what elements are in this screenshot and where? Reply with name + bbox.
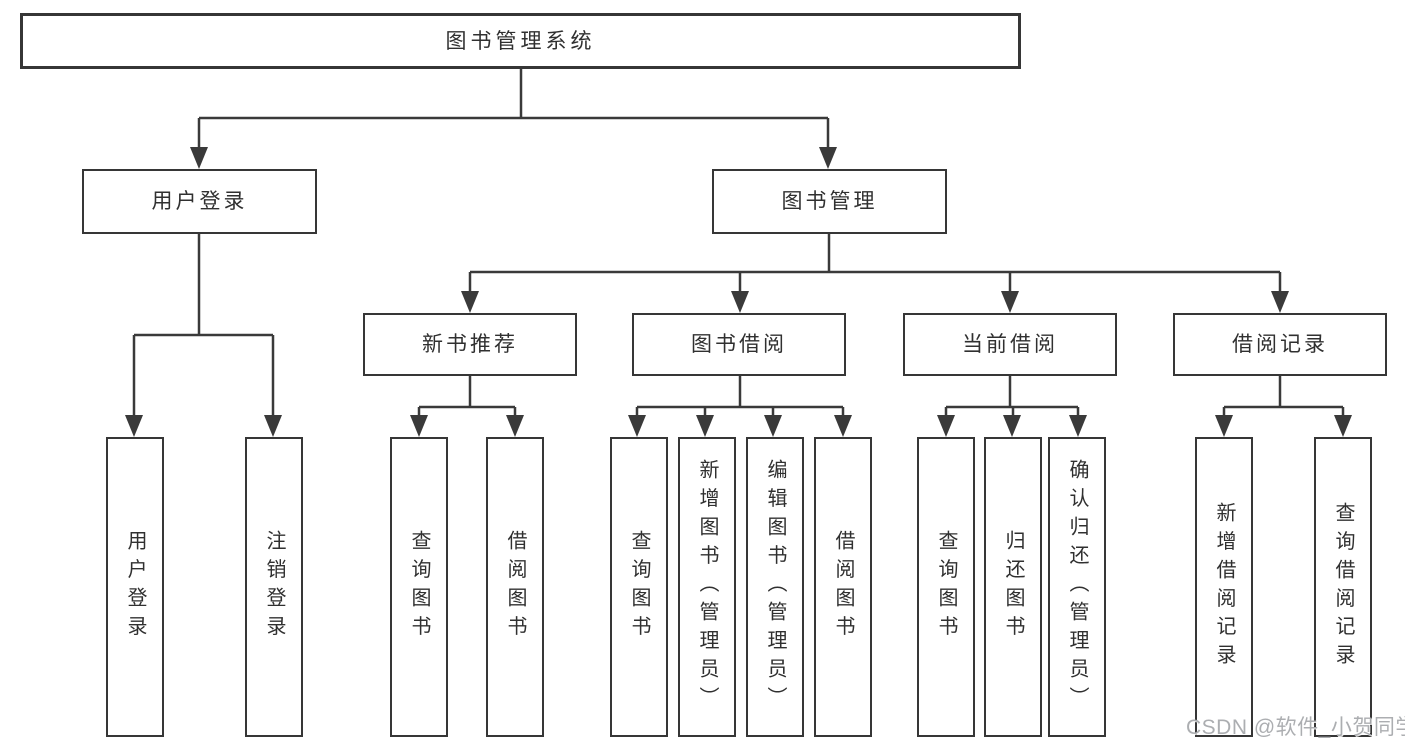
arrowhead	[764, 415, 782, 437]
arrowhead	[1003, 415, 1021, 437]
arrowhead	[1001, 291, 1019, 313]
leaf-edit-books-admin: 编辑图书（管理员）	[746, 437, 804, 737]
leaf-borrow-books-recommend: 借阅图书	[486, 437, 544, 737]
node-new-book-recommendation: 新书推荐	[363, 313, 577, 376]
arrowhead	[410, 415, 428, 437]
node-library-management-system: 图书管理系统	[20, 13, 1021, 69]
arrowhead	[506, 415, 524, 437]
leaf-query-books-recommend: 查询图书	[390, 437, 448, 737]
leaf-user-login: 用户登录	[106, 437, 164, 737]
leaf-query-books-borrowing: 查询图书	[610, 437, 668, 737]
connector-new-book-to-leaves	[417, 376, 517, 419]
leaf-borrow-books-borrowing: 借阅图书	[814, 437, 872, 737]
arrowhead	[819, 147, 837, 169]
leaf-confirm-return-admin: 确认归还（管理员）	[1048, 437, 1106, 737]
connector-book-borrowing-to-leaves	[635, 376, 845, 419]
connector-root-to-level2	[197, 68, 830, 151]
connector-user-login-to-leaves	[132, 233, 275, 419]
leaf-logout: 注销登录	[245, 437, 303, 737]
connector-current-borrowing-to-leaves	[944, 376, 1080, 419]
arrowhead	[731, 291, 749, 313]
leaf-add-borrow-record: 新增借阅记录	[1195, 437, 1253, 737]
arrowhead	[461, 291, 479, 313]
leaf-return-books: 归还图书	[984, 437, 1042, 737]
node-user-login: 用户登录	[82, 169, 317, 234]
arrowhead	[125, 415, 143, 437]
watermark: CSDN @软件_小贺同学	[1186, 716, 1405, 739]
arrowhead	[696, 415, 714, 437]
arrowhead	[628, 415, 646, 437]
arrowhead	[190, 147, 208, 169]
arrowhead	[1069, 415, 1087, 437]
node-book-borrowing: 图书借阅	[632, 313, 846, 376]
arrowhead	[1215, 415, 1233, 437]
node-current-borrowing: 当前借阅	[903, 313, 1117, 376]
arrowhead	[1334, 415, 1352, 437]
arrowhead	[937, 415, 955, 437]
arrowhead	[834, 415, 852, 437]
arrowhead	[1271, 291, 1289, 313]
connector-book-management-to-level3	[468, 233, 1282, 295]
connector-borrow-records-to-leaves	[1222, 376, 1345, 419]
arrowhead	[264, 415, 282, 437]
leaf-query-books-current: 查询图书	[917, 437, 975, 737]
node-book-management: 图书管理	[712, 169, 947, 234]
node-borrowing-records: 借阅记录	[1173, 313, 1387, 376]
leaf-add-books-admin: 新增图书（管理员）	[678, 437, 736, 737]
leaf-query-borrow-record: 查询借阅记录	[1314, 437, 1372, 737]
